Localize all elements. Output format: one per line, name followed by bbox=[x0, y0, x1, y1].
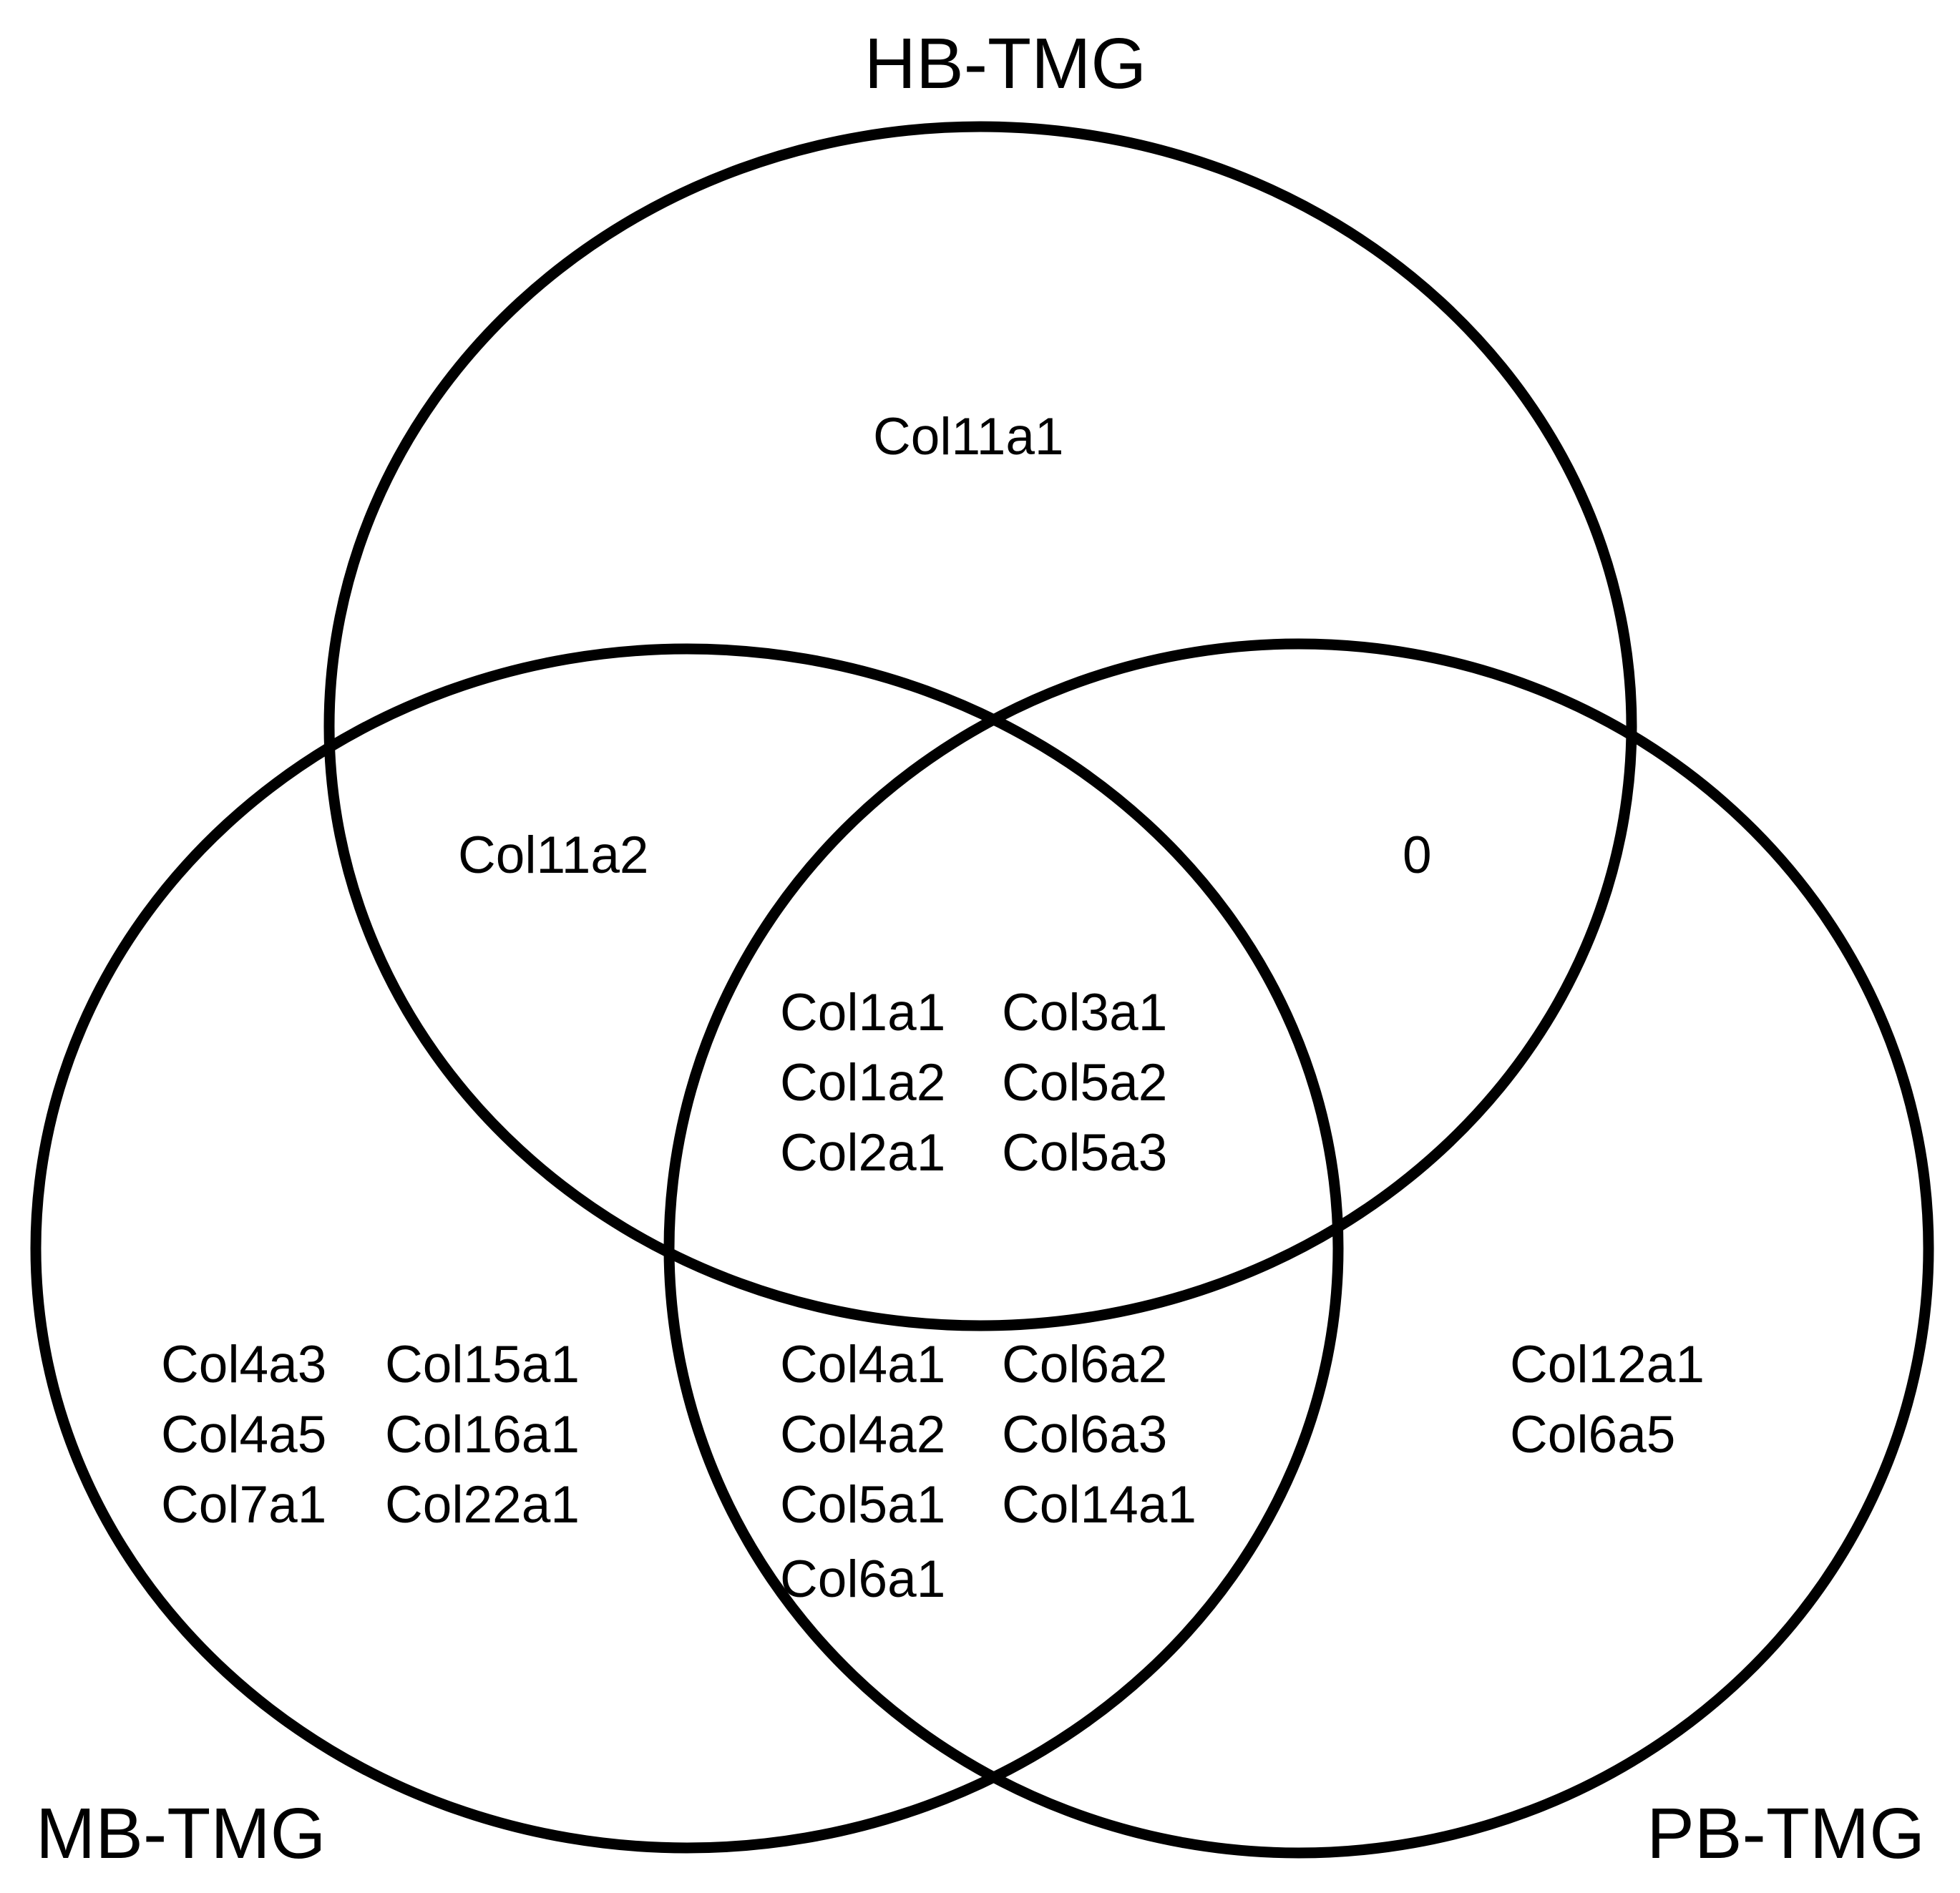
gene-label: Col12a1 bbox=[1510, 1336, 1705, 1394]
gene-label: Col22a1 bbox=[385, 1476, 580, 1534]
gene-label: Col6a2 bbox=[1002, 1336, 1167, 1394]
hb-tmg-label: HB-TMG bbox=[864, 24, 1146, 104]
gene-count: 0 bbox=[1403, 826, 1432, 884]
hb-tmg-circle bbox=[323, 121, 1637, 1331]
pb-tmg-circle bbox=[663, 638, 1934, 1859]
gene-label: Col14a1 bbox=[1002, 1476, 1196, 1534]
gene-label: Col6a1 bbox=[780, 1550, 945, 1608]
gene-label: Col4a5 bbox=[161, 1406, 326, 1464]
gene-label: Col15a1 bbox=[385, 1336, 580, 1394]
gene-label: Col7a1 bbox=[161, 1476, 326, 1534]
gene-label: Col3a1 bbox=[1002, 984, 1167, 1042]
gene-label: Col5a2 bbox=[1002, 1054, 1167, 1112]
gene-label: Col11a1 bbox=[873, 408, 1064, 466]
gene-label: Col16a1 bbox=[385, 1406, 580, 1464]
gene-label: Col6a3 bbox=[1002, 1406, 1167, 1464]
gene-label: Col4a2 bbox=[780, 1406, 945, 1464]
gene-label: Col4a1 bbox=[780, 1336, 945, 1394]
gene-label: Col2a1 bbox=[780, 1124, 945, 1182]
mb-tmg-label: MB-TMG bbox=[36, 1794, 326, 1874]
gene-label: Col5a1 bbox=[780, 1476, 945, 1534]
pb-tmg-label: PB-TMG bbox=[1647, 1794, 1925, 1874]
gene-label: Col5a3 bbox=[1002, 1124, 1167, 1182]
gene-label: Col6a5 bbox=[1510, 1406, 1675, 1464]
gene-label: Col11a2 bbox=[458, 826, 649, 884]
gene-label: Col1a2 bbox=[780, 1054, 945, 1112]
gene-label: Col1a1 bbox=[780, 984, 945, 1042]
gene-label: Col4a3 bbox=[161, 1336, 326, 1394]
mb-tmg-circle bbox=[30, 643, 1344, 1854]
